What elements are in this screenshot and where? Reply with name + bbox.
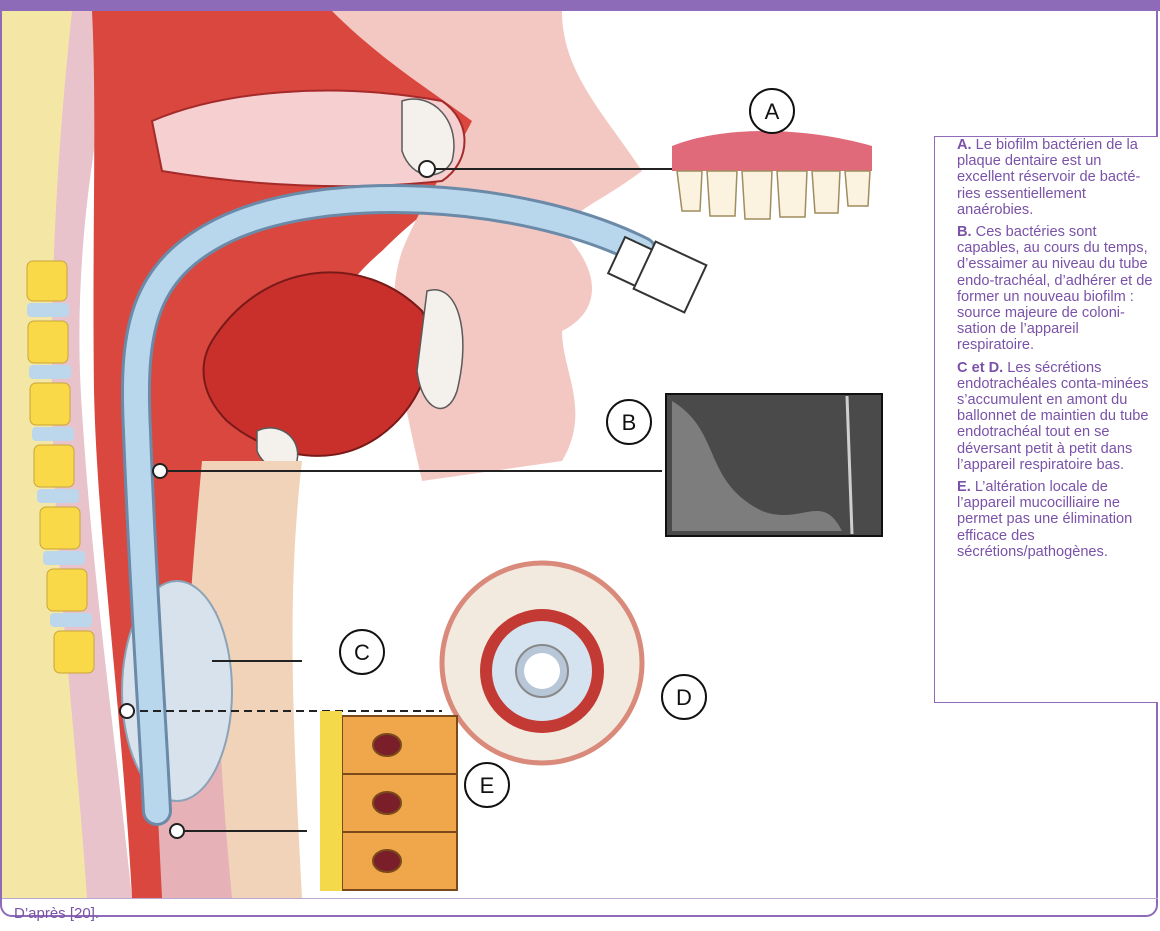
- cilia-layer: [320, 711, 342, 891]
- caption-b: B. Ces bactéries sont capables, au cours…: [957, 224, 1158, 354]
- cross-section-diagram: [442, 563, 642, 763]
- caption-cd-lead: C et D.: [957, 360, 1003, 376]
- caption-a: A. Le biofilm bactérien de la plaque den…: [957, 137, 1158, 218]
- caption-a-text: Le biofilm bactérien de la plaque dentai…: [957, 137, 1140, 218]
- label-d: D: [676, 685, 692, 710]
- label-e: E: [480, 773, 495, 798]
- caption-panel: A. Le biofilm bactérien de la plaque den…: [934, 136, 1158, 703]
- caption-e-text: L’altération locale de l’appareil mucoci…: [957, 479, 1132, 560]
- teeth-illustration: [672, 131, 872, 219]
- caption-b-text: Ces bactéries sont capables, au cours du…: [957, 224, 1153, 353]
- caption-cd: C et D. Les sécrétions endotrachéales co…: [957, 360, 1158, 473]
- bottom-divider: [2, 898, 1158, 899]
- caption-cd-text: Les sécrétions endotrachéales conta-miné…: [957, 360, 1149, 473]
- caption-e-lead: E.: [957, 479, 971, 495]
- anatomical-illustration: A B C D E: [2, 11, 922, 898]
- label-c: C: [354, 640, 370, 665]
- caption-a-lead: A.: [957, 137, 972, 153]
- epithelium-cells: [342, 716, 457, 890]
- label-a: A: [765, 99, 780, 124]
- caption-b-lead: B.: [957, 224, 972, 240]
- tube-connector: [608, 237, 706, 312]
- label-b: B: [622, 410, 637, 435]
- caption-e: E. L’altération locale de l’appareil muc…: [957, 479, 1158, 560]
- source-citation: D’après [20].: [14, 905, 99, 922]
- header-bar: [0, 0, 1160, 11]
